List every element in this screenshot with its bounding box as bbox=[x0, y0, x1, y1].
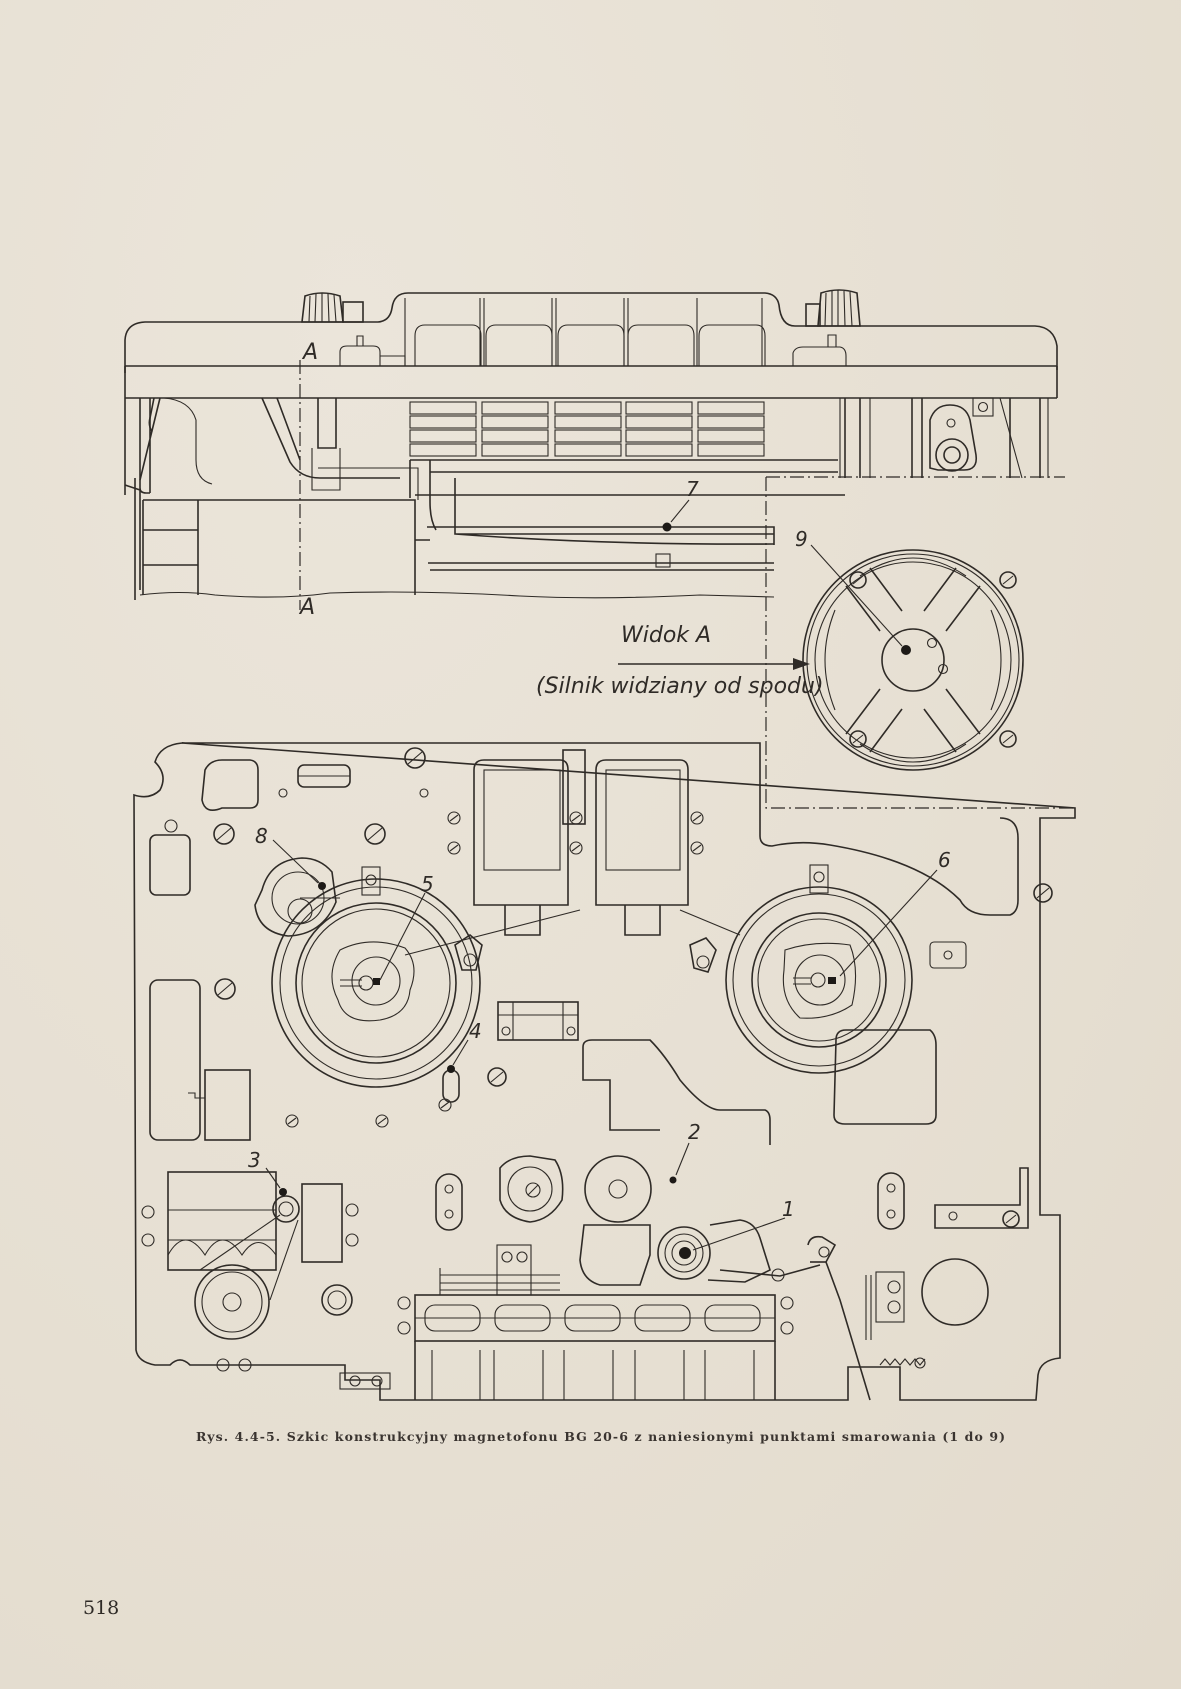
lid-outline bbox=[124, 292, 1058, 373]
view-label: Widok A bbox=[621, 623, 711, 648]
figure-caption: Rys. 4.4-5. Szkic konstrukcyjny magnetof… bbox=[196, 1429, 1007, 1444]
lubrication-point-6 bbox=[828, 977, 836, 984]
view-arrow-icon bbox=[793, 658, 810, 670]
lubrication-point-2 bbox=[669, 1176, 677, 1184]
left-tape-guide bbox=[141, 1171, 359, 1372]
view-note: (Silnik widziany od spodu) bbox=[536, 674, 824, 699]
point-label-4: 4 bbox=[469, 1019, 482, 1043]
motor-bracket bbox=[911, 397, 1049, 479]
capstan-assembly bbox=[499, 1155, 871, 1401]
page-number: 518 bbox=[83, 1597, 120, 1619]
view-a-frame bbox=[765, 476, 1075, 809]
brake-cam bbox=[254, 857, 340, 937]
point-label-1: 1 bbox=[782, 1197, 795, 1221]
lubrication-point-7 bbox=[662, 522, 672, 532]
lubrication-point-1 bbox=[679, 1247, 691, 1259]
point-label-3: 3 bbox=[248, 1148, 261, 1172]
side-view-tape-recorder: A A 7 bbox=[124, 289, 1075, 809]
point-label-7: 7 bbox=[686, 477, 699, 501]
left-reel bbox=[271, 866, 481, 1088]
section-mark-a-top: A bbox=[301, 340, 318, 365]
key-switch-bank bbox=[339, 1244, 794, 1401]
point-label-8: 8 bbox=[255, 824, 268, 848]
lubrication-point-4 bbox=[447, 1065, 455, 1073]
point-label-2: 2 bbox=[688, 1120, 701, 1144]
tape-heads bbox=[473, 749, 689, 936]
lid-key-caps bbox=[404, 298, 766, 366]
lubrication-point-5 bbox=[373, 978, 380, 985]
plan-view-chassis: 8 5 6 4 3 2 1 bbox=[133, 742, 1076, 1401]
right-knob bbox=[805, 289, 861, 327]
left-knob bbox=[301, 292, 364, 323]
point-label-5: 5 bbox=[421, 872, 434, 896]
lubrication-point-3 bbox=[279, 1188, 287, 1196]
head-bridge bbox=[497, 1001, 579, 1041]
oil-slot-4 bbox=[442, 1069, 460, 1103]
point-label-9: 9 bbox=[795, 527, 808, 551]
right-reel bbox=[725, 864, 913, 1074]
view-a-motor: Widok A (Silnik widziany od spodu) 9 bbox=[536, 527, 1024, 771]
chassis-outline bbox=[133, 742, 1076, 1401]
section-mark-a-bottom: A bbox=[298, 595, 315, 620]
lubrication-point-9 bbox=[901, 645, 911, 655]
amplifier-tube-rack bbox=[409, 401, 765, 457]
screws bbox=[213, 747, 1053, 1228]
point-label-6: 6 bbox=[938, 848, 951, 872]
lubrication-point-8 bbox=[318, 882, 326, 890]
